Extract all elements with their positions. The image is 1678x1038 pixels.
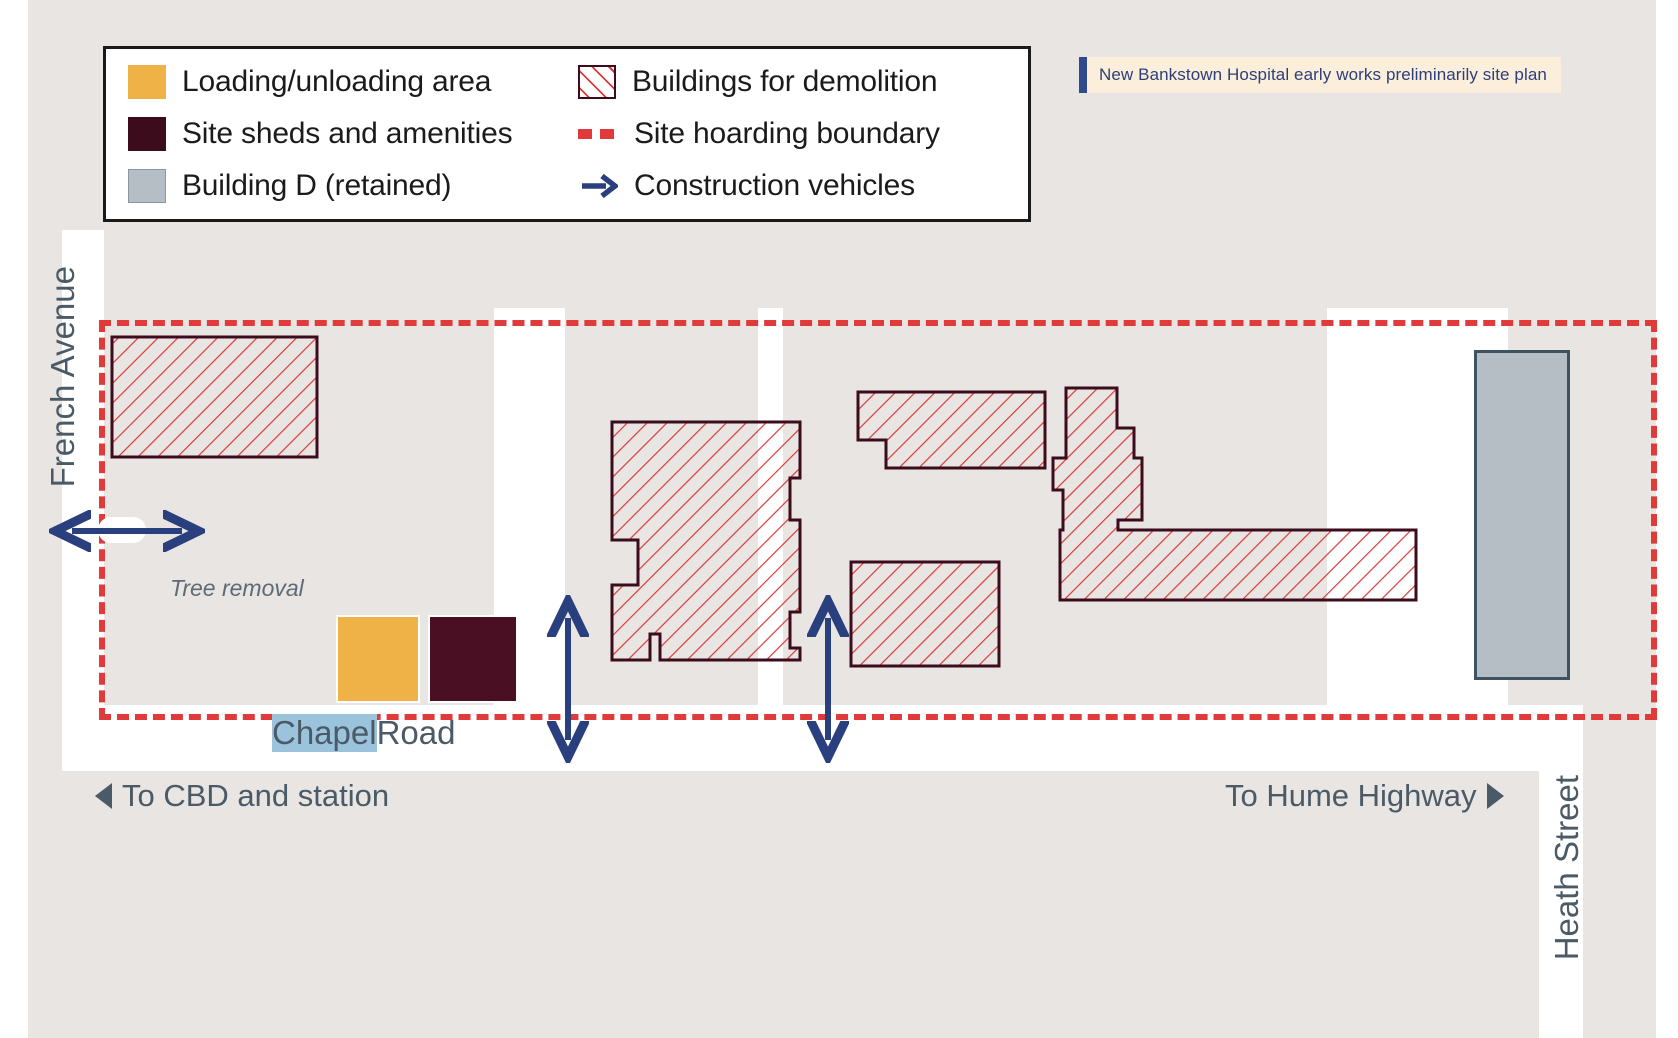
annotation-tree-removal: Tree removal [170, 575, 304, 601]
direction-text-to-cbd: To CBD and station [122, 778, 390, 813]
legend-label-construction-vehicles: Construction vehicles [634, 169, 915, 202]
land-strip-far-left [28, 0, 62, 230]
direction-label-to-cbd: To CBD and station [95, 778, 389, 814]
legend-label-loading-unloading: Loading/unloading area [182, 65, 492, 98]
title-badge: New Bankstown Hospital early works preli… [1079, 57, 1561, 93]
legend-item-site-hoarding: Site hoarding boundary [578, 111, 1028, 157]
road-white-outer-right [1656, 0, 1678, 1038]
site-block-central [565, 308, 758, 720]
site-block-east [783, 308, 1327, 720]
building-d-retained-block [1474, 350, 1570, 680]
arrow-right-icon [1486, 783, 1504, 809]
legend-item-demolition: Buildings for demolition [578, 59, 1028, 105]
road-white-outer-left [0, 0, 28, 1038]
legend-item-building-d: Building D (retained) [128, 163, 568, 209]
site-sheds-block [428, 615, 518, 703]
legend-label-building-d: Building D (retained) [182, 169, 452, 202]
legend-item-site-sheds: Site sheds and amenities [128, 111, 568, 157]
street-label-heath-street: Heath Street [1548, 775, 1585, 961]
solid-orange-swatch-icon [128, 65, 166, 99]
legend-item-loading-unloading: Loading/unloading area [128, 59, 568, 105]
legend-panel: Loading/unloading area Buildings for dem… [103, 46, 1031, 222]
direction-label-to-hume-highway: To Hume Highway [1225, 778, 1504, 814]
chapel-road-remainder: Road [376, 714, 456, 751]
title-accent-bar-icon [1079, 57, 1087, 93]
land-top-right-corner [1583, 705, 1656, 771]
chapel-road-highlighted-word: Chapel [272, 714, 377, 752]
land-strip-left-upper [28, 230, 62, 720]
legend-label-demolition: Buildings for demolition [632, 65, 938, 98]
direction-text-to-hume: To Hume Highway [1225, 778, 1477, 813]
loading-unloading-area-block [336, 615, 420, 703]
legend-label-site-sheds: Site sheds and amenities [182, 117, 513, 150]
hatched-red-swatch-icon [578, 65, 616, 99]
solid-maroon-swatch-icon [128, 117, 166, 151]
land-south-of-chapel-road [62, 771, 1656, 1038]
land-east-of-heath-street [1583, 771, 1656, 1038]
solid-grey-swatch-icon [128, 169, 166, 203]
legend-item-construction-vehicles: Construction vehicles [578, 163, 1028, 209]
plan-title-text: New Bankstown Hospital early works preli… [1099, 65, 1547, 84]
dashed-red-line-swatch-icon [578, 129, 618, 139]
french-avenue-road [62, 230, 104, 720]
street-label-french-avenue: French Avenue [44, 266, 81, 488]
navy-arrow-swatch-icon [578, 169, 618, 203]
heath-street-road [1539, 705, 1583, 1038]
legend-label-site-hoarding: Site hoarding boundary [634, 117, 940, 150]
street-label-chapel-road: Chapel Road [272, 714, 455, 752]
arrow-left-icon [95, 783, 112, 809]
